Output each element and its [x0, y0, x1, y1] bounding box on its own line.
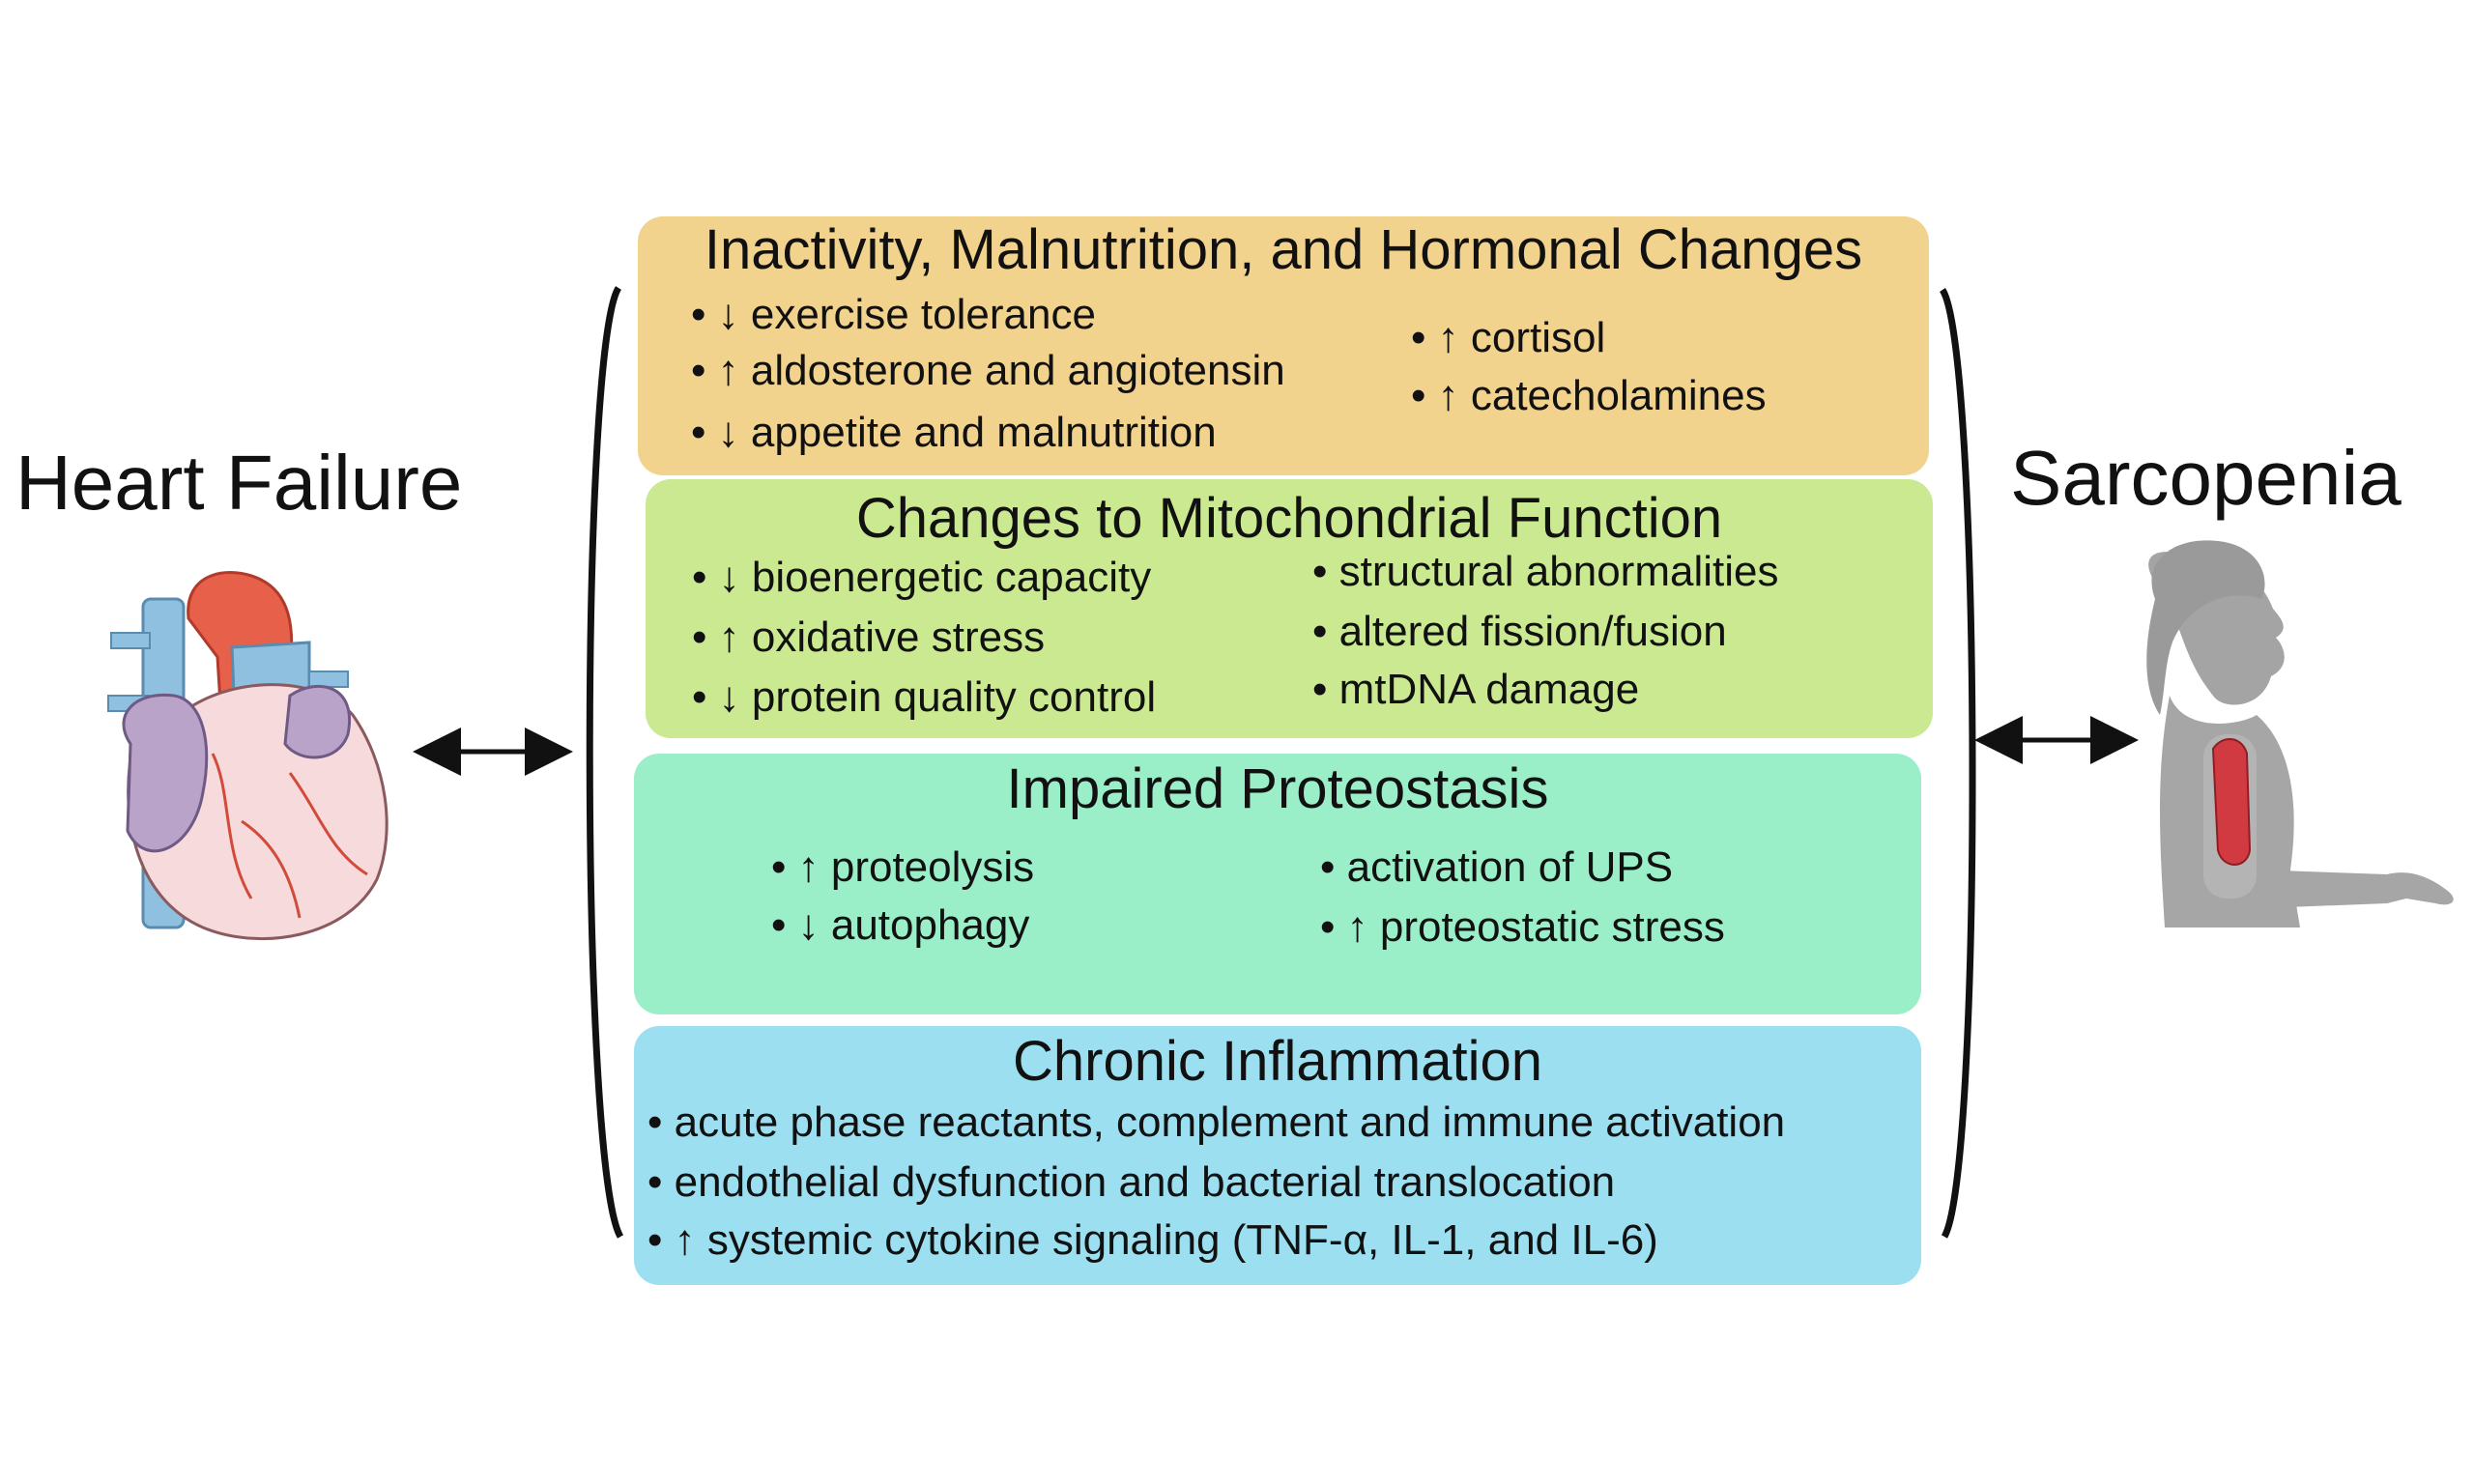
list-item: • structural abnormalities	[1312, 548, 1779, 595]
list-item: • mtDNA damage	[1312, 666, 1640, 713]
inflammation-box: Chronic Inflammation • acute phase react…	[634, 1026, 1921, 1285]
list-item: • ↑ systemic cytokine signaling (TNF-α, …	[647, 1216, 1658, 1264]
heart-illustration-icon	[107, 571, 388, 940]
mitochondrial-title: Changes to Mitochondrial Function	[855, 487, 1723, 550]
list-item: • ↑ proteolysis	[771, 843, 1035, 891]
list-item: • ↓ appetite and malnutrition	[691, 409, 1217, 456]
list-item: • ↑ catecholamines	[1411, 372, 1767, 419]
inactivity-title: Inactivity, Malnutrition, and Hormonal C…	[704, 218, 1863, 281]
proteostasis-title: Impaired Proteostasis	[1006, 757, 1549, 820]
right-bracket	[1939, 288, 1976, 1239]
inactivity-box: Inactivity, Malnutrition, and Hormonal C…	[638, 216, 1929, 475]
list-item: • ↑ proteostatic stress	[1320, 903, 1725, 951]
person-muscle-silhouette-icon	[2146, 540, 2454, 928]
list-item: • ↓ autophagy	[771, 901, 1030, 949]
proteostasis-box: Impaired Proteostasis • ↑ proteolysis • …	[634, 754, 1921, 1014]
list-item: • ↓ exercise tolerance	[691, 291, 1096, 338]
list-item: • ↑ oxidative stress	[692, 614, 1046, 661]
inflammation-title: Chronic Inflammation	[1013, 1030, 1542, 1093]
list-item: • altered fission/fusion	[1312, 608, 1727, 655]
heart-failure-label: Heart Failure	[15, 440, 463, 526]
mitochondrial-box: Changes to Mitochondrial Function • ↓ bi…	[646, 479, 1933, 738]
list-item: • ↑ cortisol	[1411, 314, 1606, 361]
list-item: • activation of UPS	[1320, 843, 1674, 891]
list-item: • endothelial dysfunction and bacterial …	[647, 1158, 1616, 1206]
list-item: • ↓ protein quality control	[692, 673, 1157, 721]
list-item: • acute phase reactants, complement and …	[647, 1099, 1786, 1146]
list-item: • ↓ bioenergetic capacity	[692, 554, 1152, 601]
sarcopenia-label: Sarcopenia	[2010, 435, 2402, 521]
list-item: • ↑ aldosterone and angiotensin	[691, 347, 1285, 394]
left-bracket	[586, 286, 624, 1239]
